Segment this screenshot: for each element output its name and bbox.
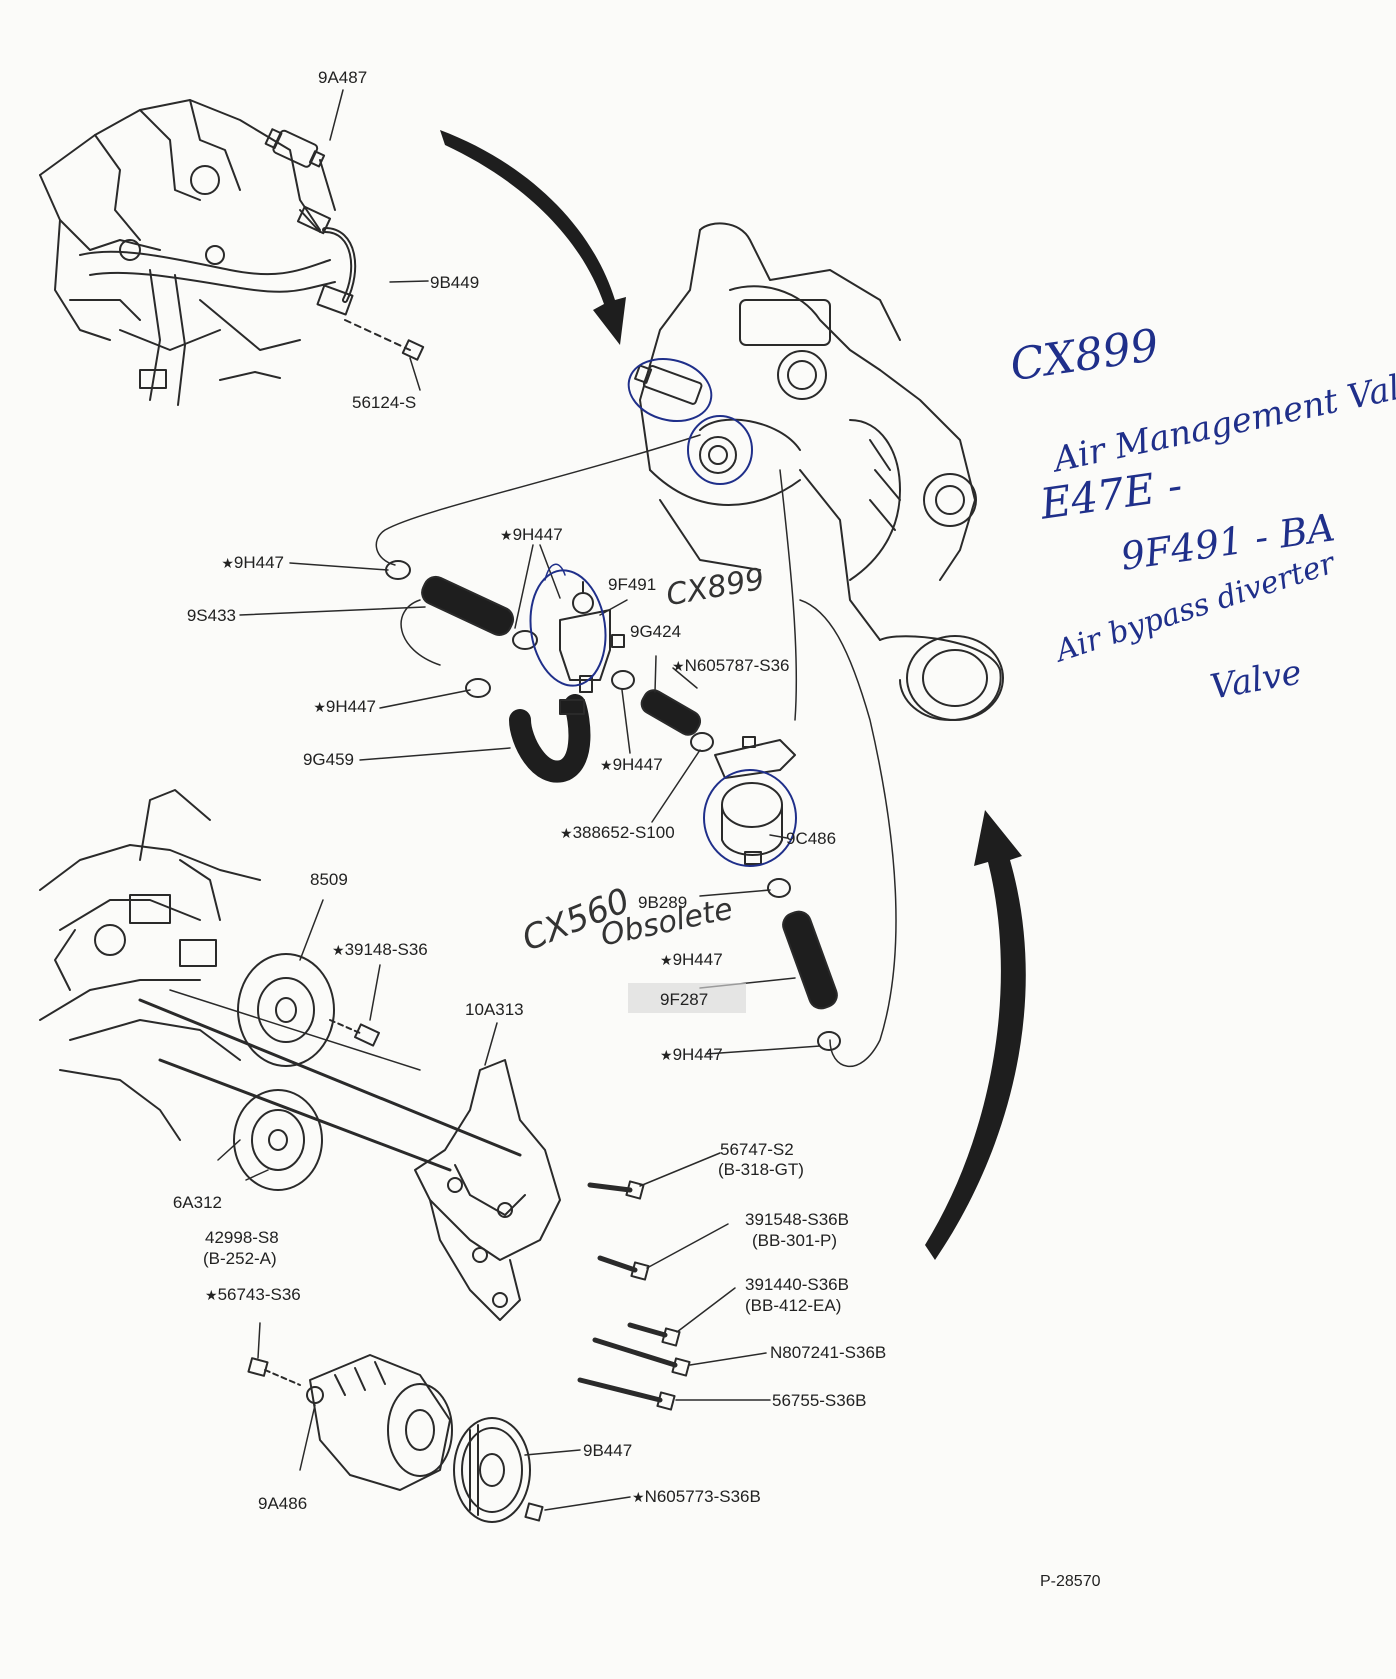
label-highlight: [628, 983, 746, 1013]
label-n807241-s36b: N807241-S36B: [770, 1343, 887, 1362]
label-391440-sub: (BB-412-EA): [745, 1296, 842, 1315]
label-388652-s100: 388652-S100: [560, 823, 675, 843]
label-39148-s36: 39148-S36: [332, 940, 428, 960]
label-391548-sub: (BB-301-P): [752, 1231, 838, 1250]
label-6a312: 6A312: [172, 1193, 222, 1212]
label-9b289: 9B289: [638, 893, 688, 912]
label-9h447-d: 9H447: [600, 755, 663, 775]
label-9h447-b: 9H447: [500, 525, 563, 545]
bottom-left-engine-inset: [39, 789, 691, 1523]
curved-arrows: [440, 130, 1026, 1260]
label-9g459: 9G459: [302, 750, 354, 769]
label-56124-s: 56124-S: [352, 393, 417, 412]
label-56747-sub: (B-318-GT): [718, 1160, 804, 1179]
label-56743-s36: 56743-S36: [205, 1285, 301, 1305]
label-9b449: 9B449: [430, 273, 480, 292]
label-9f287: 9F287: [660, 990, 709, 1009]
label-10a313: 10A313: [465, 1000, 524, 1019]
label-9b447: 9B447: [583, 1441, 633, 1460]
label-42998-s8: 42998-S8: [205, 1228, 279, 1247]
label-391548-s36b: 391548-S36B: [745, 1210, 849, 1229]
label-n605773-s36b: N605773-S36B: [632, 1487, 761, 1507]
label-56755-s36b: 56755-S36B: [772, 1391, 867, 1410]
label-9a487: 9A487: [318, 68, 368, 87]
pen-circles: [529, 358, 797, 867]
label-8509: 8509: [310, 870, 348, 889]
leader-lines: [217, 89, 821, 1511]
label-9h447-f: 9H447: [660, 1045, 723, 1065]
label-9f491: 9F491: [608, 575, 657, 594]
top-left-engine-inset: [39, 99, 425, 406]
label-9s433: 9S433: [186, 606, 236, 625]
figure-id: P-28570: [1040, 1573, 1101, 1590]
label-391440-s36b: 391440-S36B: [745, 1275, 849, 1294]
label-n605787-s36: N605787-S36: [672, 656, 790, 676]
label-9c486: 9C486: [786, 829, 837, 848]
middle-valve-parts: [385, 560, 841, 1051]
label-9a486: 9A486: [258, 1494, 308, 1513]
label-9h447-e: 9H447: [660, 950, 723, 970]
label-9h447-c: 9H447: [290, 697, 376, 717]
label-56747-s2: 56747-S2: [720, 1140, 794, 1159]
right-engine-assembly: [375, 222, 1004, 1068]
label-9g424: 9G424: [630, 622, 682, 641]
label-9h447-a: 9H447: [200, 553, 284, 573]
label-42998-sub: (B-252-A): [203, 1249, 277, 1268]
